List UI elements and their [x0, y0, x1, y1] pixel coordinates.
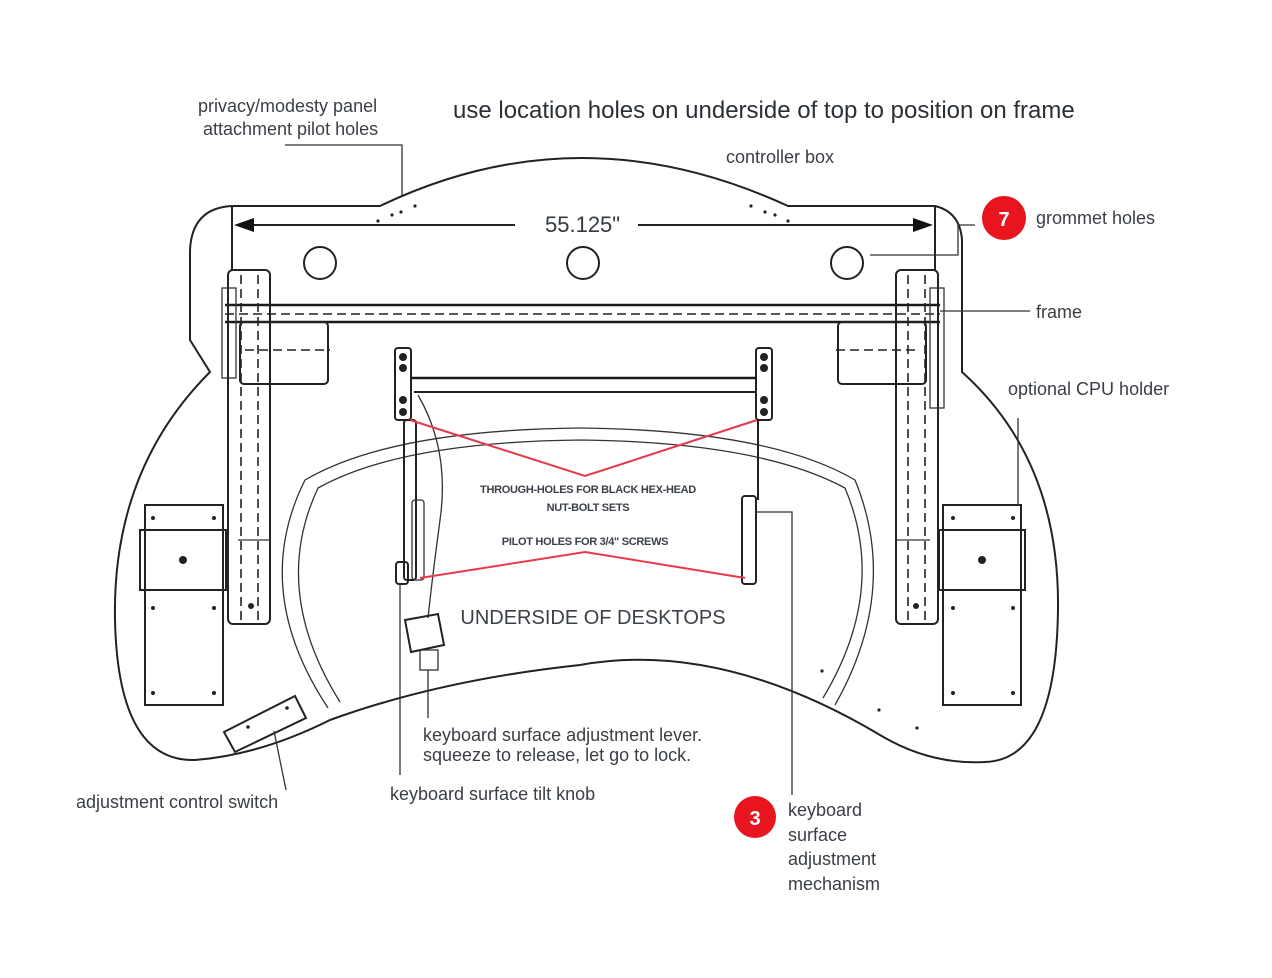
mechanism-count-badge	[734, 796, 776, 838]
keyboard-tray-outline-inner	[297, 439, 863, 703]
frame-leg-left	[221, 269, 330, 625]
grommet-hole-center	[566, 246, 600, 280]
grommet-hole-left	[303, 246, 337, 280]
diagram-title: use location holes on underside of top t…	[453, 97, 1075, 124]
frame-leg-right	[836, 269, 945, 625]
mechanism-label-line3: adjustment	[788, 849, 876, 869]
mechanism-label-line4: mechanism	[788, 874, 880, 894]
controller-box-label: controller box	[726, 147, 834, 167]
lever-label-line2: squeeze to release, let go to lock.	[423, 745, 691, 765]
cpu-holder-label: optional CPU holder	[1008, 379, 1169, 399]
grommet-count-value: 7	[998, 209, 1009, 231]
through-holes-label-line2: NUT-BOLT SETS	[547, 502, 630, 514]
adjustment-control-switch	[222, 694, 308, 754]
keyboard-mechanism-left	[394, 347, 425, 585]
frame-label: frame	[1036, 302, 1082, 322]
grommet-hole-right	[830, 246, 864, 280]
dimension-arrow-right-icon	[913, 218, 933, 232]
mechanism-label-line2: surface	[788, 825, 847, 845]
dimension-arrow-left-icon	[234, 218, 254, 232]
location-hole-dots	[820, 669, 919, 730]
control-switch-leader	[273, 730, 287, 791]
dimension-label: 55.125"	[545, 212, 620, 237]
pilot-hole-dots	[376, 204, 790, 223]
tilt-knob-label: keyboard surface tilt knob	[390, 784, 595, 804]
grommet-count-badge	[982, 196, 1026, 240]
through-holes-label-line1: THROUGH-HOLES FOR BLACK HEX-HEAD	[480, 484, 696, 496]
cpu-holder-right	[938, 504, 1026, 706]
pilot-holes-label: PILOT HOLES FOR 3/4" SCREWS	[502, 536, 668, 548]
privacy-panel-label-line2: attachment pilot holes	[203, 119, 378, 139]
adjustment-lever	[403, 612, 446, 671]
frame-crossbar	[225, 303, 940, 324]
cpu-holder-left	[139, 504, 227, 706]
mechanism-leader	[757, 511, 793, 795]
grommet-leader	[870, 224, 975, 256]
grommet-holes-label: grommet holes	[1036, 208, 1155, 228]
pilot-holes-callout-lines	[419, 550, 746, 579]
privacy-panel-leader	[285, 144, 403, 196]
control-switch-label: adjustment control switch	[76, 792, 278, 812]
underside-label: UNDERSIDE OF DESKTOPS	[460, 607, 725, 629]
desktop-outline	[113, 157, 1060, 764]
mechanism-count-value: 3	[749, 808, 760, 830]
keyboard-tray-outline-outer	[281, 427, 874, 709]
through-holes-callout-lines	[409, 419, 758, 478]
mechanism-label-line1: keyboard	[788, 800, 862, 820]
privacy-panel-label-line1: privacy/modesty panel	[198, 96, 377, 116]
keyboard-mechanism-right	[741, 347, 773, 585]
lever-label-line1: keyboard surface adjustment lever.	[423, 725, 702, 745]
